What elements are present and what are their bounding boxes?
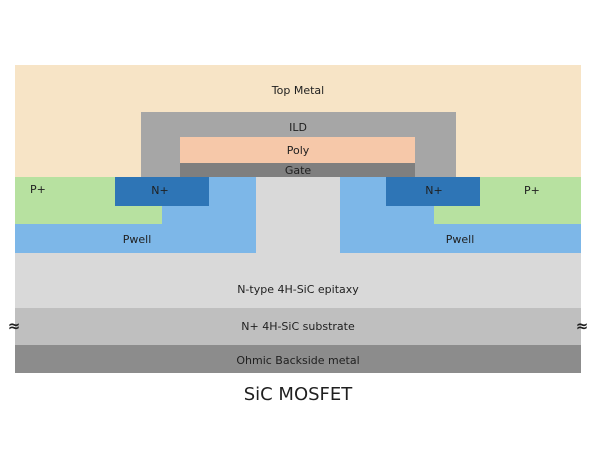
gate-label: Gate [285,164,312,177]
epitaxy-label: N-type 4H-SiC epitaxy [237,283,359,296]
substrate-label: N+ 4H-SiC substrate [241,320,355,333]
pwell-left-label: Pwell [123,233,152,246]
backside-metal-layer [15,345,581,373]
gate-layer [180,163,415,177]
jfet-region [256,177,340,253]
top-metal-label: Top Metal [271,84,324,97]
break-mark-left: ≈ [8,317,21,335]
n-plus-left-region [115,177,209,206]
substrate-layer [15,308,581,345]
p-plus-right-label: P+ [524,184,540,197]
diagram-caption: SiC MOSFET [244,384,354,405]
n-plus-right-label: N+ [425,184,442,197]
n-plus-right-region [386,177,480,206]
ild-label: ILD [289,121,307,134]
break-mark-right: ≈ [576,317,589,335]
n-plus-left-label: N+ [151,184,168,197]
poly-layer [180,137,415,163]
backside-metal-label: Ohmic Backside metal [236,354,359,367]
pwell-right-label: Pwell [446,233,475,246]
epitaxy-layer [15,253,581,308]
p-plus-left-label: P+ [30,183,46,196]
poly-label: Poly [287,144,310,157]
